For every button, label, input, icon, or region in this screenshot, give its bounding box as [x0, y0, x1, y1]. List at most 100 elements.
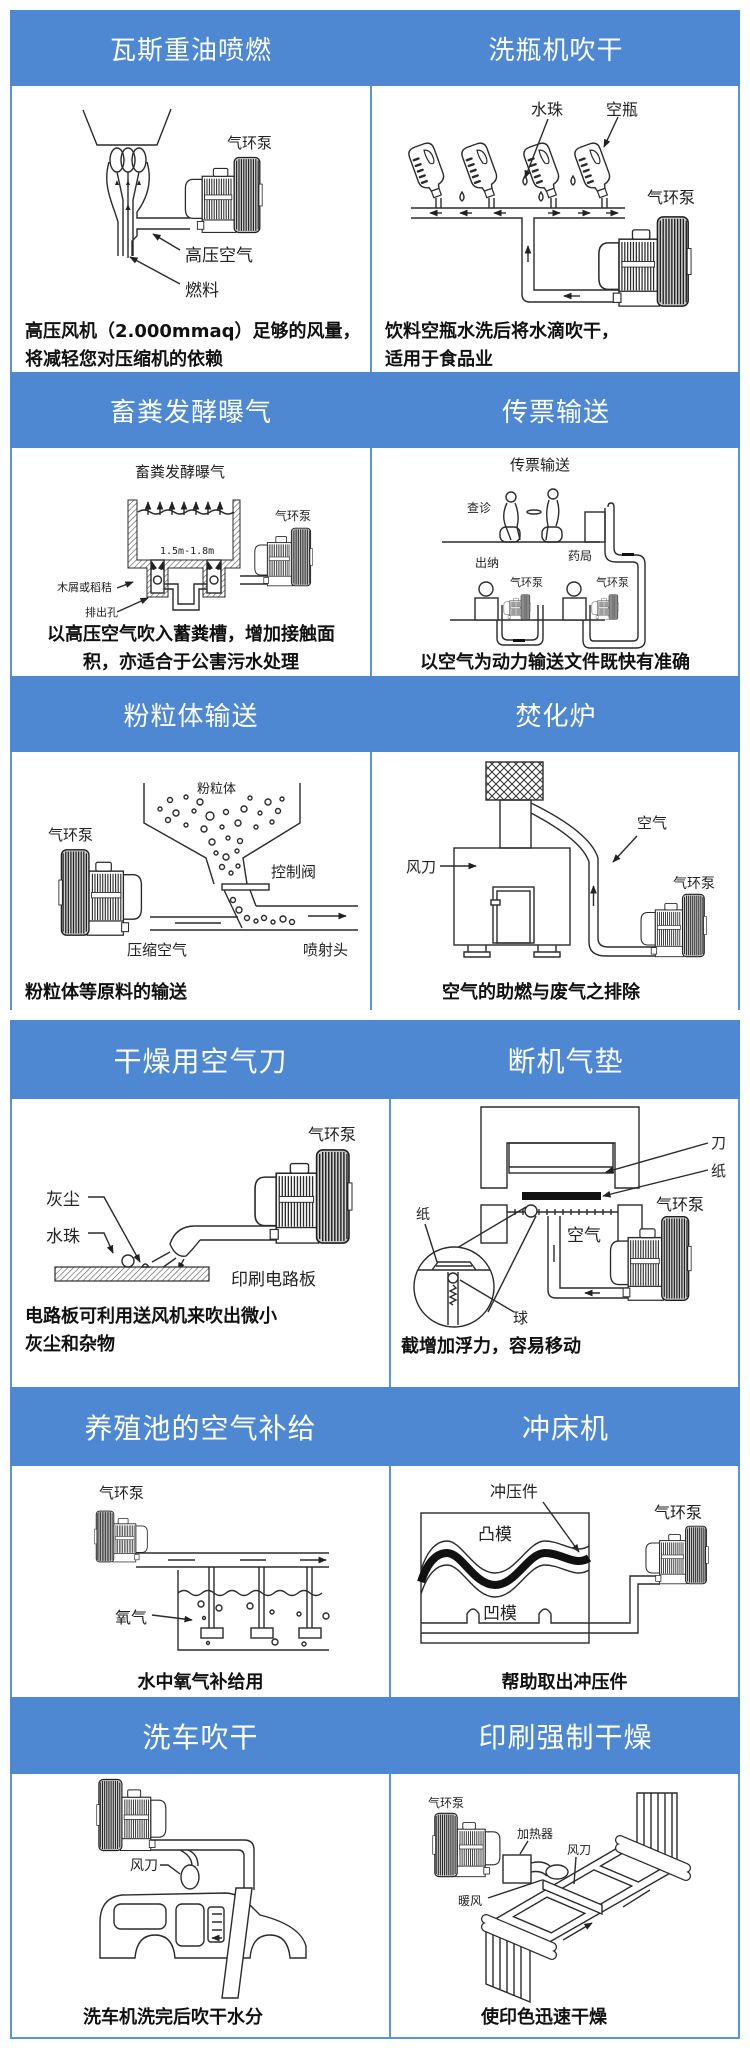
panel-powder-conveying: 粉粒体 气环泵 控制阀 压缩空气 喷射头 粉粒体等原料的输送 [10, 752, 372, 1010]
diagram-cutter-air-cushion: 刀 纸 气环泵 纸 空气 球 [413, 1106, 726, 1328]
oxygen-bubbles [197, 1600, 330, 1647]
label-warm-air: 暖风 [458, 1894, 482, 1908]
leader-arrow [129, 256, 181, 285]
title-print-drying: 印刷强制干燥 [478, 1720, 653, 1754]
label-heater: 加热器 [517, 1827, 553, 1841]
particle [222, 853, 230, 861]
label-pump: 气环泵 [596, 575, 629, 589]
air-manifold-pipe [411, 207, 625, 303]
label-knife: 刀 [711, 1134, 726, 1152]
leader-arrow [88, 1196, 141, 1263]
title-pond-aeration: 养殖池的空气补给 [84, 1411, 317, 1445]
label-air-knife: 风刀 [406, 858, 436, 876]
header-row-3: 粉粒体输送 焚化炉 [10, 676, 740, 752]
caption-air-knife-drying: 电路板可利用送风机来吹出微小 灰尘和杂物 [25, 1303, 277, 1359]
flow-arrow-icons [115, 180, 141, 210]
panel-gas-oil-burner: 气环泵 高压空气 燃料 高压风机（2.000mmaq）足够的风量， 将减轻您对压… [10, 86, 372, 372]
tray [526, 509, 542, 515]
diffuser [209, 575, 219, 585]
leader-arrow [603, 116, 619, 148]
label-high-pressure-air: 高压空气 [185, 246, 253, 266]
caption-line: 空气的助燃与废气之排除 [442, 982, 640, 1003]
leader-line [573, 1856, 577, 1885]
stool [499, 526, 521, 543]
air-pipe [547, 1216, 628, 1299]
leader-line [459, 1279, 515, 1313]
particle [225, 835, 231, 841]
caption-line: 以高压空气吹入蓄粪槽，增加接触面 [47, 624, 335, 645]
up-arrow [214, 561, 222, 571]
label-air: 空气 [567, 1226, 601, 1246]
panel-incinerator: 风刀 空气 气环泵 空气的助燃与废气之排除 [372, 752, 740, 1010]
incinerator-legs [463, 945, 561, 958]
label-stamped-part: 冲压件 [490, 1482, 538, 1501]
air-knife-nozzle [169, 1225, 201, 1257]
bottle-icon [405, 139, 451, 202]
caption-line: 高压风机（2.000mmaq）足够的风量， [25, 321, 361, 342]
leader-arrow [116, 581, 134, 589]
bubble [201, 1615, 207, 1621]
car-door-window [175, 1903, 205, 1947]
bottle-icon [571, 139, 617, 202]
leader-arrow [152, 233, 181, 251]
air-diffuser [200, 1627, 224, 1639]
diagram-pond-aeration: 气环泵 氧气 [94, 1484, 389, 1651]
header-row-5: 养殖池的空气补给 冲床机 [10, 1387, 740, 1466]
panel-print-drying: 气环泵 加热器 风刀 暖风 使印色迅速干燥 [391, 1774, 740, 2039]
document-carrier [622, 553, 634, 556]
drop-pipes [208, 1567, 313, 1628]
aeration-arrows [144, 501, 224, 571]
caption-pond-aeration: 水中氧气补给用 [12, 1669, 389, 1697]
particle [269, 819, 275, 825]
particle [247, 795, 253, 801]
particle [183, 822, 189, 828]
caption-line: 将减轻您对压缩机的依赖 [25, 349, 223, 370]
person-head [547, 488, 559, 500]
ring-blower-icon [598, 216, 692, 307]
panel-cutter-air-cushion: 刀 纸 气环泵 纸 空气 球 截增加浮力，容易移动 [391, 1099, 740, 1387]
leader-line [487, 1879, 543, 1899]
label-air: 空气 [637, 814, 667, 832]
label-dust: 灰尘 [46, 1190, 80, 1210]
particle [234, 848, 240, 854]
door-handle [490, 899, 501, 906]
particle [172, 809, 180, 817]
detail-magnifier [413, 1246, 495, 1328]
water-droplet [121, 1254, 135, 1268]
particle [235, 906, 243, 914]
label-paper-detail: 纸 [416, 1207, 430, 1223]
air-pipe [151, 1839, 255, 1890]
particle [205, 811, 215, 821]
cutter-blade-block [508, 1142, 614, 1174]
burner-flames [106, 147, 190, 258]
detail-spring [448, 1284, 458, 1306]
desk [562, 597, 587, 621]
leader-arrow [612, 835, 638, 863]
roller-fill [482, 1836, 690, 1959]
caption-line: 使印色迅速干燥 [481, 2007, 607, 2028]
chimney-filter [485, 761, 544, 801]
flame [120, 147, 136, 173]
bubble [271, 1638, 279, 1646]
conveyor-belt-edges [491, 1842, 687, 1945]
particle [196, 798, 204, 806]
ring-blower-icon [503, 594, 531, 620]
caption-gas-oil-burner: 高压风机（2.000mmaq）足够的风量， 将减轻您对压缩机的依赖 [25, 318, 360, 374]
bubble [301, 1641, 307, 1647]
fuel-lines [116, 171, 140, 258]
caption-line: 灰尘和杂物 [25, 1334, 115, 1355]
title-document-conveying: 传票输送 [501, 397, 610, 428]
particle [260, 914, 268, 922]
press-frame [480, 1106, 640, 1189]
tube-station [584, 511, 606, 543]
air-knife-bar [542, 1878, 603, 1916]
particle [218, 863, 226, 871]
panel-document-conveying: 传票输送 查诊 出纳 药局 气环泵 气环泵 以空气为动力输送文件既快有准确 [372, 448, 740, 676]
caption-manure-aeration: 以高压空气吹入蓄粪槽，增加接触面 积，亦适合于公害污水处理 [12, 621, 370, 677]
label-pump: 气环泵 [428, 1795, 464, 1810]
diagram-heading: 畜粪发酵曝气 [135, 463, 225, 481]
up-arrow [206, 561, 214, 571]
particle [253, 824, 259, 830]
heater-box [502, 1854, 532, 1884]
diagram-powder-conveying: 粉粒体 气环泵 控制阀 压缩空气 喷射头 [48, 782, 358, 959]
